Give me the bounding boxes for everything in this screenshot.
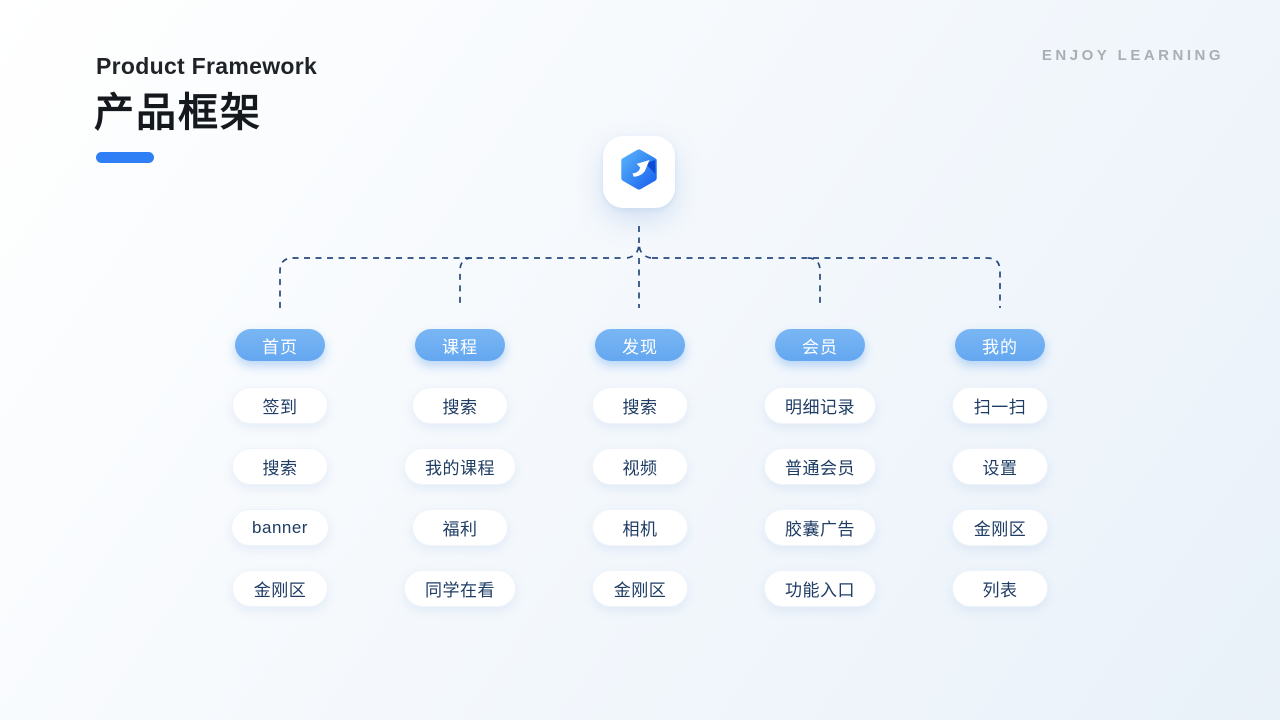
tree-item: 金刚区 <box>952 509 1048 546</box>
column-courses: 课程 搜索 我的课程 福利 同学在看 <box>370 329 550 631</box>
tree-item: 福利 <box>412 509 508 546</box>
tree-item: 明细记录 <box>764 387 876 424</box>
app-logo-icon <box>616 147 662 198</box>
category-pill-mine: 我的 <box>955 329 1045 361</box>
app-logo-container <box>603 136 675 208</box>
tree-item: 列表 <box>952 570 1048 607</box>
tree-item: banner <box>231 509 329 546</box>
tree-item: 搜索 <box>592 387 688 424</box>
tree-item: 我的课程 <box>404 448 516 485</box>
column-mine: 我的 扫一扫 设置 金刚区 列表 <box>910 329 1090 631</box>
tree-item: 同学在看 <box>404 570 516 607</box>
tree-item: 签到 <box>232 387 328 424</box>
brand-text: ENJOY LEARNING <box>1041 47 1224 64</box>
accent-underline-bar <box>96 152 154 163</box>
tree-item: 普通会员 <box>764 448 876 485</box>
column-home: 首页 签到 搜索 banner 金刚区 <box>190 329 370 631</box>
column-discover: 发现 搜索 视频 相机 金刚区 <box>550 329 730 631</box>
tree-item: 搜索 <box>412 387 508 424</box>
column-member: 会员 明细记录 普通会员 胶囊广告 功能入口 <box>730 329 910 631</box>
tree-item: 搜索 <box>232 448 328 485</box>
tree-item: 扫一扫 <box>952 387 1048 424</box>
tree-item: 相机 <box>592 509 688 546</box>
tree-item: 功能入口 <box>764 570 876 607</box>
tree-item: 金刚区 <box>592 570 688 607</box>
page-title-en: Product Framework <box>96 53 318 79</box>
tree-item: 胶囊广告 <box>764 509 876 546</box>
tree-columns: 首页 签到 搜索 banner 金刚区 课程 搜索 我的课程 福利 同学在看 发… <box>190 329 1090 631</box>
category-pill-home: 首页 <box>235 329 325 361</box>
tree-item: 视频 <box>592 448 688 485</box>
page-title-cn: 产品框架 <box>94 91 262 135</box>
tree-item: 金刚区 <box>232 570 328 607</box>
tree-item: 设置 <box>952 448 1048 485</box>
category-pill-discover: 发现 <box>595 329 685 361</box>
category-pill-courses: 课程 <box>415 329 505 361</box>
category-pill-member: 会员 <box>775 329 865 361</box>
